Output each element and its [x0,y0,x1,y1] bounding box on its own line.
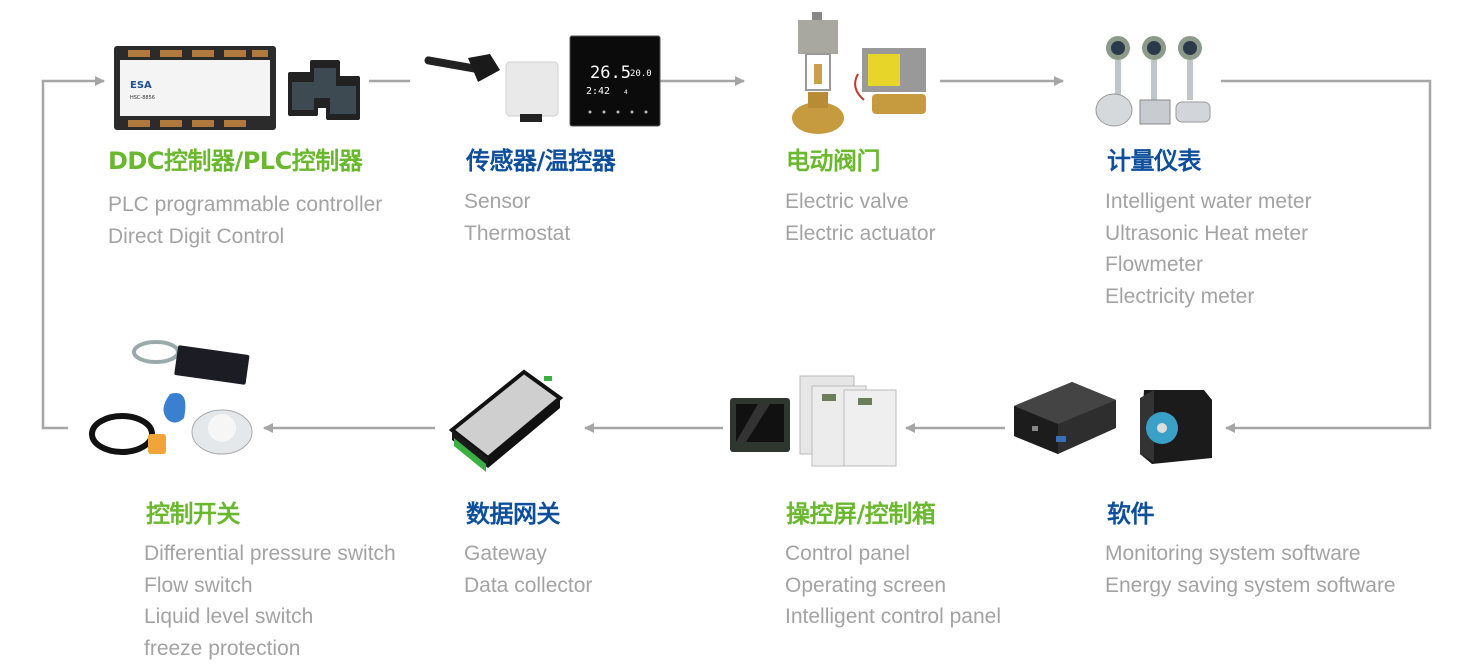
node-title-meter: 计量仪表 [1107,147,1202,175]
device-model: HSC-8856 [130,95,155,101]
gateway-image [448,368,568,472]
electric-valve-image [780,8,940,138]
node-desc-software: Monitoring system software Energy saving… [1105,538,1396,601]
node-title-valve: 电动阀门 [786,147,881,175]
control-switch-image [72,334,256,468]
desc-line: Intelligent water meter [1105,190,1312,213]
desc-line: Electric actuator [785,221,936,245]
desc-line: Intelligent control panel [785,605,1001,628]
thermostat-setpoint: 20.0 [630,69,652,79]
thermostat-mode: 4 [624,89,628,96]
desc-line: Direct Digit Control [108,224,285,248]
ddc-controller-image: ESA HSC-8856 [108,42,368,134]
desc-line: Sensor [464,190,531,213]
connector-meter-to-software [1221,79,1432,433]
control-panel-image [728,374,900,468]
desc-line: Thermostat [464,221,571,245]
node-desc-meter: Intelligent water meter Ultrasonic Heat … [1105,186,1312,312]
sensor-thermostat-image: 26.5 20.0 2:42 4 [420,34,665,128]
node-desc-valve: Electric valve Electric actuator [785,186,936,249]
desc-line: Energy saving system software [1105,573,1396,597]
thermostat-temp: 26.5 [590,63,631,83]
node-title-sensor: 传感器/温控器 [466,147,616,175]
software-computer-image [1012,378,1222,468]
desc-line: freeze protection [144,636,301,660]
node-desc-sensor: Sensor Thermostat [464,186,570,249]
node-title-panel: 操控屏/控制箱 [786,500,936,528]
desc-line: Electric valve [785,190,909,213]
node-desc-switch: Differential pressure switch Flow switch… [144,538,396,664]
flowmeter-image [1090,34,1220,134]
desc-line: Flowmeter [1105,253,1204,276]
desc-line: Monitoring system software [1105,542,1361,565]
node-desc-ddc: PLC programmable controller Direct Digit… [108,189,382,252]
node-title-software: 软件 [1107,500,1155,528]
brand-logo: ESA [130,80,152,91]
thermostat-time: 2:42 [586,86,610,97]
desc-line: Gateway [464,542,547,565]
desc-line: Control panel [785,542,910,565]
node-title-ddc: DDC控制器/PLC控制器 [108,147,363,175]
node-desc-gateway: Gateway Data collector [464,538,592,601]
desc-line: Operating screen [785,573,947,597]
desc-line: Electricity meter [1105,284,1255,308]
desc-line: Differential pressure switch [144,542,396,565]
desc-line: Ultrasonic Heat meter [1105,221,1309,245]
connector-switch-to-ddc [41,76,105,430]
desc-line: Liquid level switch [144,605,314,628]
desc-line: Flow switch [144,573,253,597]
node-desc-panel: Control panel Operating screen Intellige… [785,538,1001,633]
node-title-switch: 控制开关 [146,500,241,528]
desc-line: Data collector [464,573,593,597]
node-title-gateway: 数据网关 [466,500,561,528]
desc-line: PLC programmable controller [108,193,383,216]
